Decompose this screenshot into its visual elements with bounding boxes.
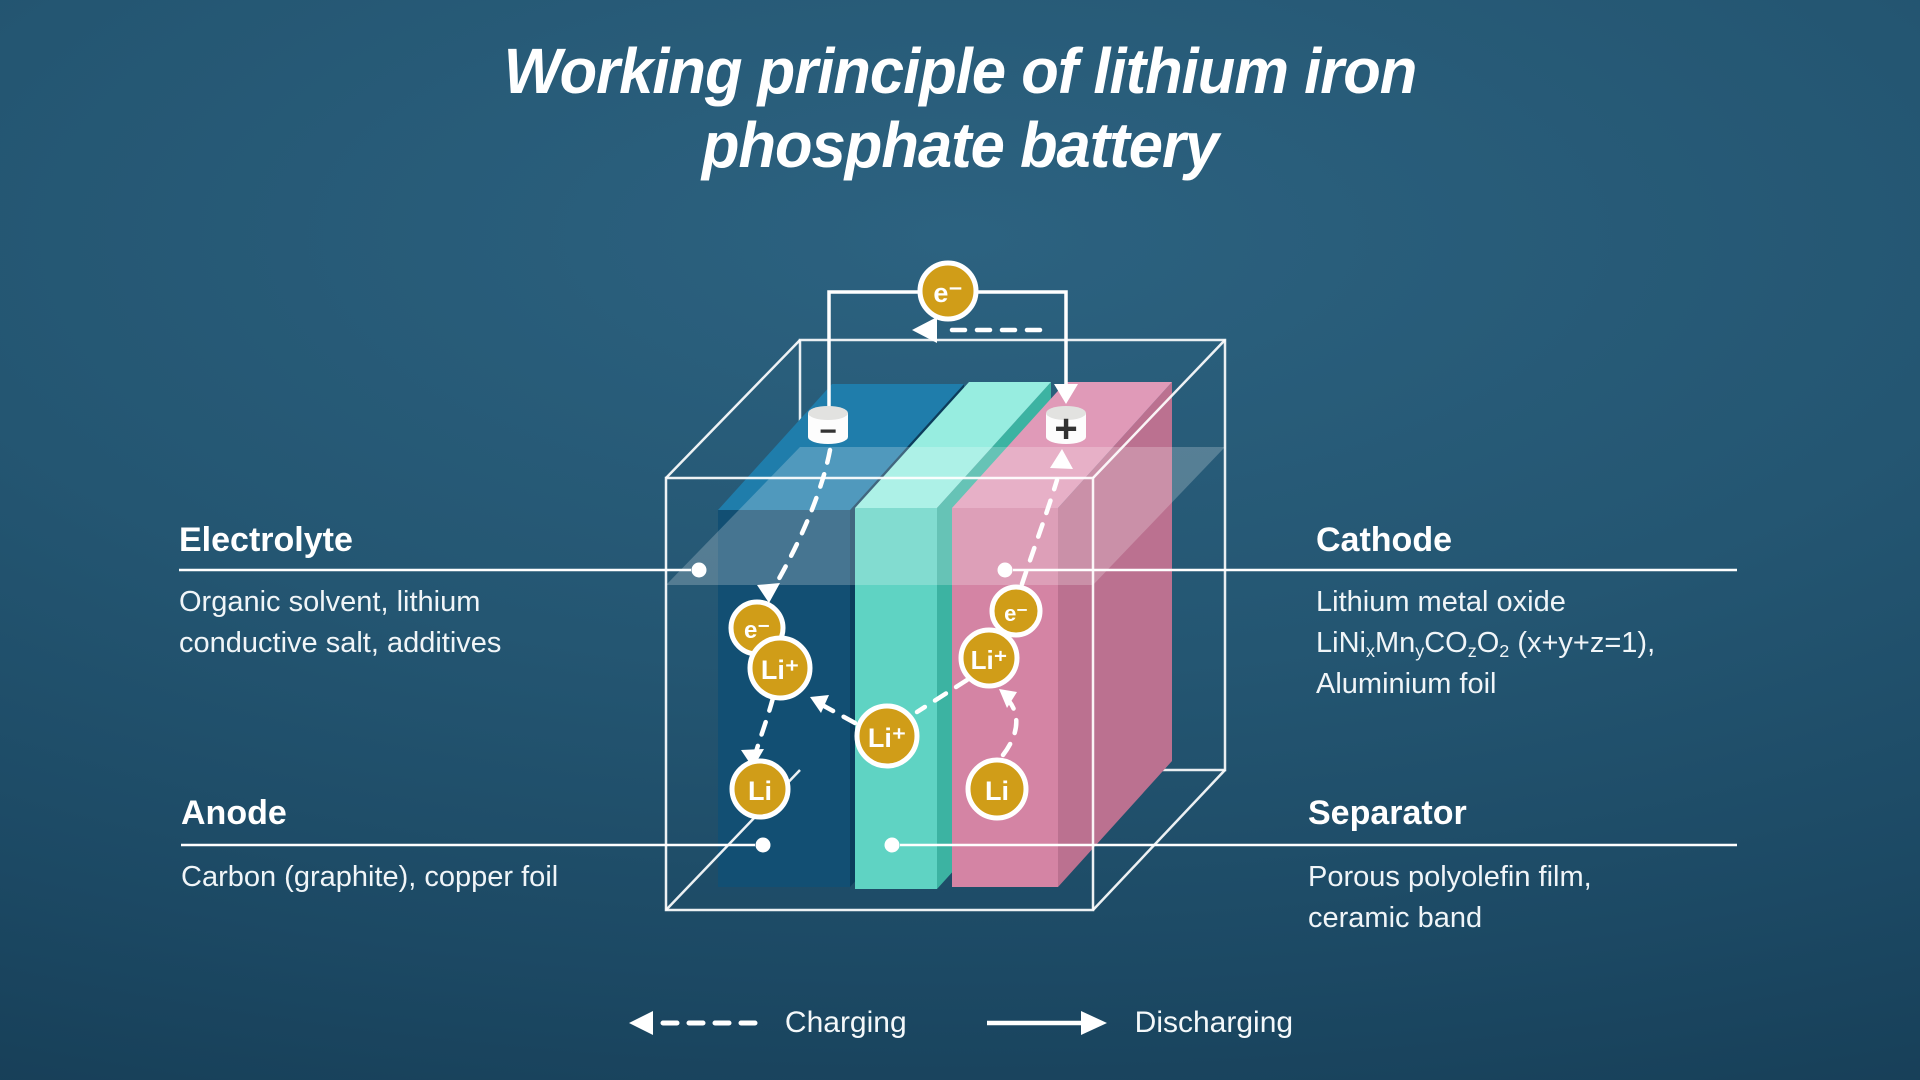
electron-path-terminal-to-anode xyxy=(773,447,833,587)
anode-heading: Anode xyxy=(181,794,287,832)
arrowhead-into-li xyxy=(741,749,764,768)
cathode-description-line3: Aluminium foil xyxy=(1316,668,1497,700)
negative-terminal: − xyxy=(808,406,848,448)
anode-description: Carbon (graphite), copper foil xyxy=(181,857,558,898)
separator-slab-front xyxy=(855,508,937,889)
callout-lines xyxy=(179,562,1737,853)
separator-connector-dot xyxy=(884,837,900,853)
anode-description-line1: Carbon (graphite), copper foil xyxy=(181,861,559,893)
discharging-legend-arrow-icon xyxy=(986,1011,1107,1035)
arrowhead-into-anode xyxy=(757,583,780,603)
electron-path-cathode-to-terminal xyxy=(1019,477,1060,587)
particle-path-arrowheads xyxy=(741,449,1073,768)
charging-arrow-head xyxy=(912,317,937,343)
ion-path-anode-ion-to-li xyxy=(753,695,776,755)
electrolyte-connector-dot xyxy=(691,562,707,578)
glass-box-edge-bottom-right xyxy=(1092,769,1226,911)
electrolyte-heading: Electrolyte xyxy=(179,521,353,559)
separator-description: Porous polyolefin film, ceramic band xyxy=(1308,857,1592,939)
particles: e⁻ e⁻ Li⁺ Li Li⁺ e⁻ Li⁺ Li xyxy=(728,260,1043,821)
discharging-legend-arrowhead xyxy=(1080,1011,1107,1035)
lithium-ion-circle-separator xyxy=(854,703,920,769)
arrowhead-into-anode-ion xyxy=(810,695,829,713)
direction-legend: Charging Discharging xyxy=(0,1006,1920,1040)
minus-sign: − xyxy=(819,415,837,448)
electron-circle-cathode xyxy=(989,584,1043,638)
cathode-slab-side xyxy=(1058,382,1172,887)
cathode-description-line1: Lithium metal oxide xyxy=(1316,586,1566,618)
lithium-circle-anode xyxy=(729,758,791,820)
lithium-ion-label-anode: Li⁺ xyxy=(761,655,799,685)
arrowhead-into-cathode-ion xyxy=(999,689,1017,708)
lithium-ion-circle-anode xyxy=(747,635,813,701)
discharging-label: Discharging xyxy=(1134,1006,1294,1039)
electron-circle-top xyxy=(917,260,979,322)
cathode-formula: LiNixMnyCOzO2 (x+y+z=1), xyxy=(1316,627,1656,662)
separator-heading: Separator xyxy=(1308,794,1467,832)
ion-path-li-to-cathode-ion xyxy=(1000,698,1019,758)
ion-path-cathode-to-center xyxy=(914,677,970,715)
cathode-heading: Cathode xyxy=(1316,521,1452,559)
glass-box-front-face xyxy=(664,476,1095,912)
glass-box-front xyxy=(664,339,1226,912)
electrolyte-description: Organic solvent, lithium conductive salt… xyxy=(179,582,501,664)
lithium-label-cathode: Li xyxy=(985,776,1009,806)
separator-description-line1: Porous polyolefin film, xyxy=(1308,861,1592,893)
electrolyte-description-line2: conductive salt, additives xyxy=(179,627,502,659)
positive-terminal-cap xyxy=(1046,406,1086,420)
lithium-ion-label-separator: Li⁺ xyxy=(868,723,906,753)
electrolyte-description-line1: Organic solvent, lithium xyxy=(179,586,481,618)
particle-paths xyxy=(753,447,1060,758)
arrowhead-into-positive-terminal xyxy=(1050,449,1073,469)
negative-terminal-cap xyxy=(808,406,848,420)
lithium-circle-cathode xyxy=(965,757,1029,821)
page-title: Working principle of lithium iron phosph… xyxy=(38,34,1881,182)
charging-legend-arrow-icon xyxy=(628,1011,759,1035)
cathode-connector-dot xyxy=(997,562,1013,578)
electron-label-top: e⁻ xyxy=(933,278,962,308)
page-title-line2: phosphate battery xyxy=(701,109,1219,181)
electrolyte-surface-plane xyxy=(666,447,1225,585)
charging-label: Charging xyxy=(784,1006,907,1039)
lithium-label-anode: Li xyxy=(748,776,772,806)
cathode-description: Lithium metal oxide LiNixMnyCOzO2 (x+y+z… xyxy=(1316,582,1655,705)
glass-box-edge-top-left xyxy=(665,339,801,479)
separator-slab-top xyxy=(855,382,1051,508)
lithium-ion-circle-cathode xyxy=(958,627,1020,689)
anode-connector-dot xyxy=(755,837,771,853)
positive-terminal-bottom xyxy=(1046,430,1086,444)
charging-direction-arrow-top xyxy=(912,317,1043,343)
charging-legend-arrowhead xyxy=(628,1011,653,1035)
electron-label-cathode: e⁻ xyxy=(1004,601,1028,626)
lithium-ion-label-cathode: Li⁺ xyxy=(971,645,1008,675)
page-title-line1: Working principle of lithium iron xyxy=(503,35,1418,107)
glass-box-edge-top-right xyxy=(1092,339,1226,479)
cathode-slab-top xyxy=(952,382,1172,508)
negative-terminal-bottom xyxy=(808,430,848,444)
separator-description-line2: ceramic band xyxy=(1308,902,1483,934)
discharge-current-arrowhead xyxy=(1054,384,1078,404)
plus-sign: + xyxy=(1054,407,1077,451)
ion-path-center-to-anode xyxy=(821,703,858,726)
positive-terminal: + xyxy=(1046,406,1086,451)
